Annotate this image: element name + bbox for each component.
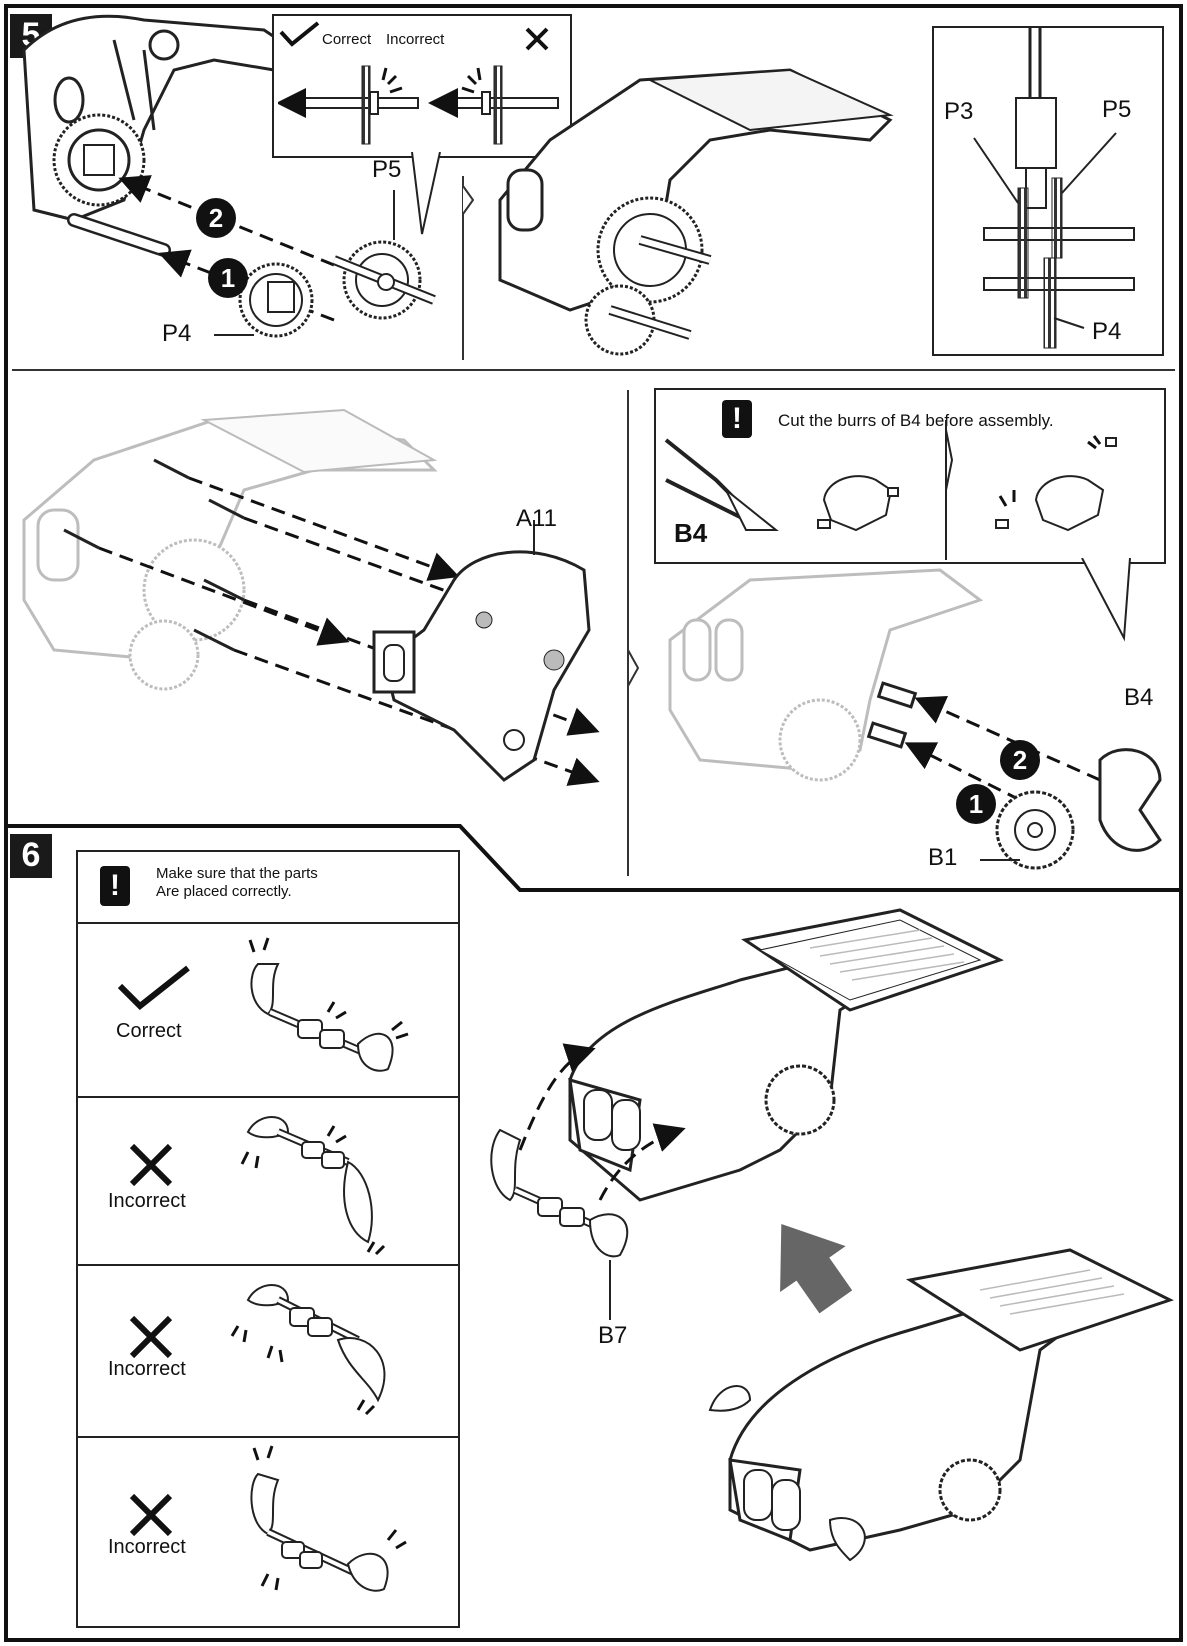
warning-icon-step6: ! — [100, 866, 130, 906]
order-badge-2b: 2 — [1000, 740, 1040, 780]
warning-icon: ! — [722, 400, 752, 438]
placement-warning-header: ! Make sure that the parts Are placed co… — [78, 852, 458, 924]
gear-assembly-drawing — [22, 14, 436, 338]
warning-icon-mark: ! — [732, 402, 742, 435]
label-p3: P3 — [944, 98, 974, 125]
shaft-direction-callout: Correct Incorrect — [272, 14, 572, 158]
order-badge-2: 2 — [196, 198, 236, 238]
b1-b4-assembly-drawing — [668, 568, 1162, 870]
placement-check-table: ! Make sure that the parts Are placed co… — [76, 850, 460, 1628]
placement-row-incorrect-2: Incorrect — [78, 1264, 458, 1438]
label-b7: B7 — [598, 1322, 628, 1349]
b4-callout-pointer — [1081, 558, 1131, 642]
feeler-incorrect-2-drawing — [230, 1284, 386, 1416]
cross-icon — [525, 27, 549, 51]
feeler-install-drawing — [490, 908, 1174, 1562]
row-caption-incorrect-2: Incorrect — [108, 1358, 186, 1380]
label-p4: P4 — [162, 320, 192, 347]
feeler-correct-drawing — [248, 937, 409, 1072]
b4-warning-box: ! Cut the burrs of B4 before assembly. B… — [654, 388, 1166, 564]
gear-mesh-detail — [973, 28, 1135, 349]
warning-icon-step6-mark: ! — [110, 869, 120, 902]
callout-incorrect-text: Incorrect — [386, 31, 445, 48]
shaft-gear-diagrams — [278, 65, 559, 145]
check-icon — [279, 21, 320, 47]
gear-detail-box: P3 P5 P4 — [932, 26, 1164, 356]
order-badge-2-label: 2 — [208, 203, 224, 233]
cross-icon — [129, 1143, 173, 1187]
feeler-incorrect-1-drawing — [240, 1116, 386, 1256]
callout-correct-text: Correct — [322, 31, 372, 48]
order-badge-2b-label: 2 — [1012, 745, 1028, 775]
label-b4-bold: B4 — [674, 518, 708, 548]
row-caption-correct: Correct — [116, 1020, 182, 1042]
order-badge-1b-label: 1 — [968, 789, 984, 819]
check-icon — [117, 965, 190, 1011]
b4-warning-text: Cut the burrs of B4 before assembly. — [778, 411, 1054, 430]
warning-text-line1: Make sure that the parts — [156, 865, 318, 882]
label-p5-detail: P5 — [1102, 96, 1132, 123]
order-badge-1: 1 — [208, 258, 248, 298]
order-badge-1-label: 1 — [220, 263, 236, 293]
placement-row-incorrect-1: Incorrect — [78, 1096, 458, 1266]
label-b4: B4 — [1124, 684, 1154, 711]
label-p5: P5 — [372, 156, 402, 183]
row-caption-incorrect-1: Incorrect — [108, 1190, 186, 1212]
cross-icon — [129, 1493, 173, 1537]
label-p4-detail: P4 — [1092, 318, 1122, 345]
row-caption-incorrect-3: Incorrect — [108, 1536, 186, 1558]
label-b1: B1 — [928, 844, 958, 871]
cutter-and-burr-drawing — [664, 420, 1117, 560]
placement-row-incorrect-3: Incorrect — [78, 1436, 458, 1624]
a11-cover-assembly-drawing — [22, 408, 600, 786]
assembled-gears-drawing — [498, 68, 894, 356]
label-a11: A11 — [516, 505, 557, 532]
placement-row-correct: Correct — [78, 924, 458, 1098]
callout-pointer — [411, 152, 441, 235]
cross-icon — [129, 1315, 173, 1359]
warning-text-line2: Are placed correctly. — [156, 883, 292, 900]
feeler-incorrect-3-drawing — [250, 1445, 407, 1592]
order-badge-1b: 1 — [956, 784, 996, 824]
step-number-6: 6 — [10, 834, 52, 878]
